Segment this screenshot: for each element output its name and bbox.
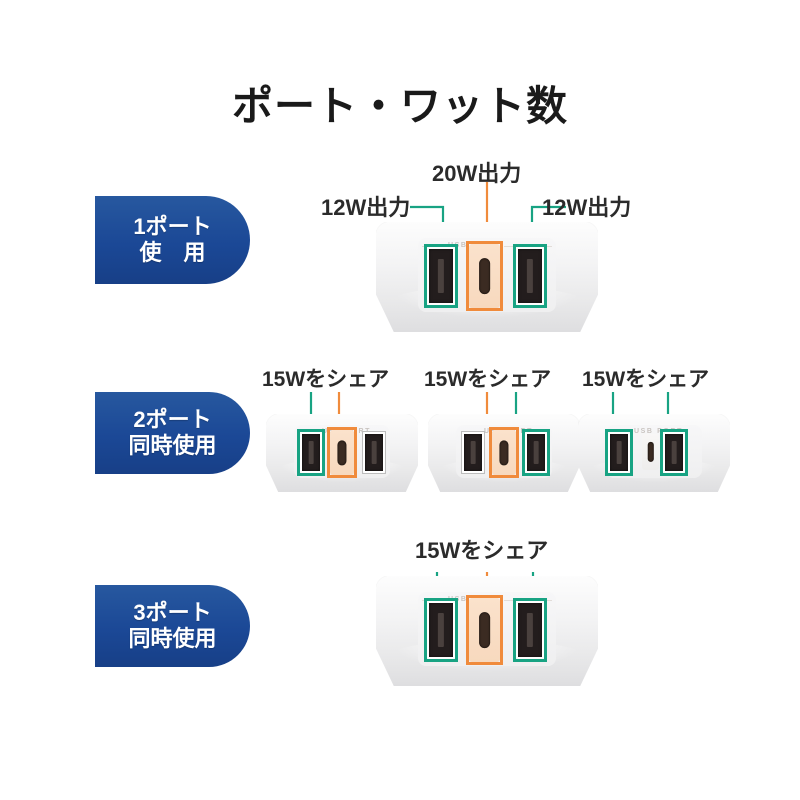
usb-a-port-left[interactable] [605, 429, 633, 476]
charger-device-row2-2: USB PORT [428, 414, 580, 492]
usb-c-port-center[interactable] [466, 595, 503, 665]
usb-a-slot [300, 432, 322, 473]
usb-a-slot [663, 432, 685, 473]
charger-device-row3: USB PORT [376, 576, 598, 686]
usb-c-slot [469, 244, 500, 308]
usb-a-port-right[interactable] [362, 431, 386, 474]
badge-3-port-line1: 3ポート [133, 600, 212, 626]
usb-c-slot [492, 430, 516, 475]
usb-a-slot [427, 247, 455, 305]
label-row1-12w-left: 12W出力 [321, 195, 411, 220]
usb-a-port-left[interactable] [424, 244, 458, 308]
usb-a-slot [462, 432, 484, 473]
usb-a-port-right[interactable] [660, 429, 688, 476]
usb-a-slot [608, 432, 630, 473]
badge-2-port-line1: 2ポート [133, 407, 212, 433]
charger-device-row2-1: USB PORT [266, 414, 418, 492]
badge-2-port-line2: 同時使用 [128, 433, 217, 458]
usb-c-slot [330, 430, 354, 475]
label-row2-device3: 15Wをシェア [582, 368, 710, 391]
badge-1-port-line1: 1ポート [133, 214, 212, 240]
usb-c-port-center[interactable] [489, 427, 519, 478]
usb-c-port-center[interactable] [466, 241, 503, 311]
usb-a-port-right[interactable] [513, 244, 547, 308]
usb-a-port-left[interactable] [461, 431, 485, 474]
usb-a-port-right[interactable] [513, 598, 547, 662]
device-usb-port-text: USB PORT [634, 428, 683, 435]
usb-a-slot [363, 432, 385, 473]
usb-a-port-left[interactable] [424, 598, 458, 662]
usb-c-port-center[interactable] [642, 434, 659, 470]
usb-c-slot [469, 598, 500, 662]
label-row2-device2: 15Wをシェア [424, 368, 552, 391]
usb-a-slot [516, 601, 544, 659]
badge-1-port-line2: 使 用 [139, 240, 206, 265]
usb-a-slot [427, 601, 455, 659]
usb-c-slot [642, 434, 659, 470]
usb-a-port-left[interactable] [297, 429, 325, 476]
label-row1-12w-right: 12W出力 [542, 195, 632, 220]
usb-c-port-center[interactable] [327, 427, 357, 478]
charger-device-row1: USB PORT [376, 222, 598, 332]
badge-1-port: 1ポート 使 用 [95, 196, 250, 284]
label-row2-device1: 15Wをシェア [262, 368, 390, 391]
badge-3-port-line2: 同時使用 [128, 626, 217, 651]
usb-a-slot [525, 432, 547, 473]
page-title: ポート・ワット数 [232, 83, 568, 129]
charger-device-row2-3: USB PORT [578, 414, 730, 492]
usb-a-slot [516, 247, 544, 305]
label-row3-15w-share: 15Wをシェア [415, 538, 549, 563]
label-row1-20w-center: 20W出力 [432, 161, 522, 186]
usb-a-port-right[interactable] [522, 429, 550, 476]
badge-3-port: 3ポート 同時使用 [95, 585, 250, 667]
badge-2-port: 2ポート 同時使用 [95, 392, 250, 474]
